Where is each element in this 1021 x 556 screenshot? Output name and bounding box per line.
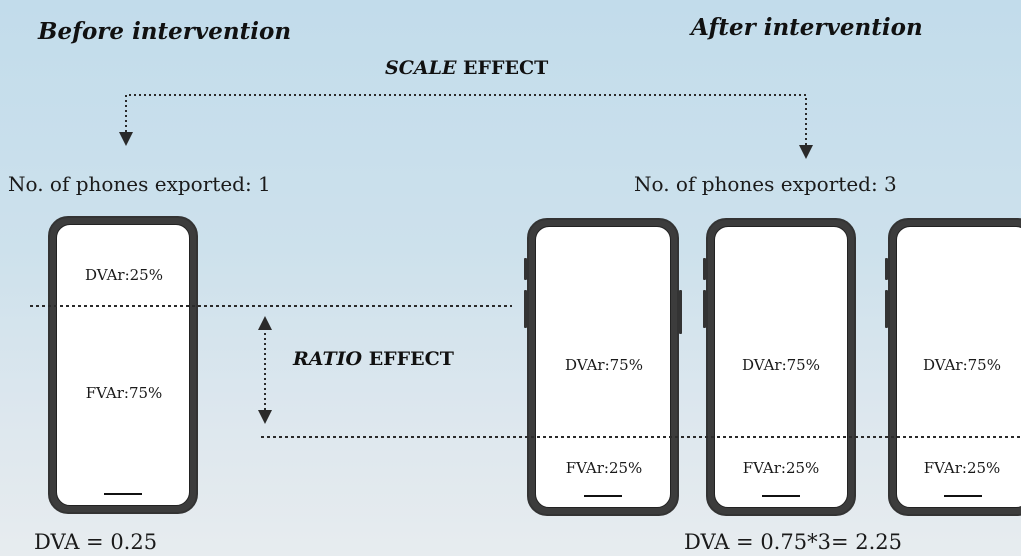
after-fva-ratio-label-2: FVAr:25% <box>742 459 820 477</box>
side-button <box>679 290 682 334</box>
after-smartphone-icon-2 <box>703 218 856 516</box>
home-bar <box>762 495 800 497</box>
before-fva-ratio-label: FVAr:75% <box>85 384 163 402</box>
side-button <box>524 290 527 328</box>
before-dva-total: DVA = 0.25 <box>34 530 158 554</box>
before-dva-ratio-label: DVAr:25% <box>85 266 163 284</box>
after-fva-ratio-label-1: FVAr:25% <box>565 459 643 477</box>
before-smartphone-icon <box>48 216 198 514</box>
side-button <box>885 258 888 280</box>
after-dva-total: DVA = 0.75*3= 2.25 <box>684 530 902 554</box>
side-button <box>885 290 888 328</box>
after-smartphone-icon-1 <box>524 218 682 516</box>
phone-screen <box>535 226 671 508</box>
ratio-effect-label: RATIO EFFECT <box>293 348 454 370</box>
scale-bracket-line <box>125 94 807 150</box>
after-dva-ratio-label-1: DVAr:75% <box>565 356 643 374</box>
after-fva-ratio-label-3: FVAr:25% <box>923 459 1001 477</box>
home-bar <box>944 495 982 497</box>
arrow-down-icon <box>119 132 133 146</box>
scale-effect-bracket <box>119 94 813 159</box>
before-phones-exported: No. of phones exported: 1 <box>8 172 271 196</box>
before-intervention-heading: Before intervention <box>38 18 292 45</box>
scale-effect-suffix: EFFECT <box>456 57 549 79</box>
after-phones-exported: No. of phones exported: 3 <box>634 172 897 196</box>
after-dva-ratio-label-2: DVAr:75% <box>742 356 820 374</box>
arrow-down-icon <box>799 145 813 159</box>
side-button <box>703 258 706 280</box>
home-bar <box>584 495 622 497</box>
after-intervention-heading: After intervention <box>691 14 923 41</box>
phone-screen <box>714 226 848 508</box>
side-button <box>703 290 706 328</box>
after-dva-ratio-label-3: DVAr:75% <box>923 356 1001 374</box>
after-smartphone-icon-3 <box>885 218 1021 516</box>
phone-screen <box>56 224 190 506</box>
ratio-effect-suffix: EFFECT <box>362 348 454 370</box>
scale-effect-label: SCALE EFFECT <box>385 57 548 79</box>
double-arrow-icon <box>258 316 272 424</box>
home-bar <box>104 493 142 495</box>
ratio-effect-emphasis: RATIO <box>293 348 363 370</box>
scale-effect-emphasis: SCALE <box>385 57 457 79</box>
phone-screen <box>896 226 1021 508</box>
side-button <box>524 258 527 280</box>
